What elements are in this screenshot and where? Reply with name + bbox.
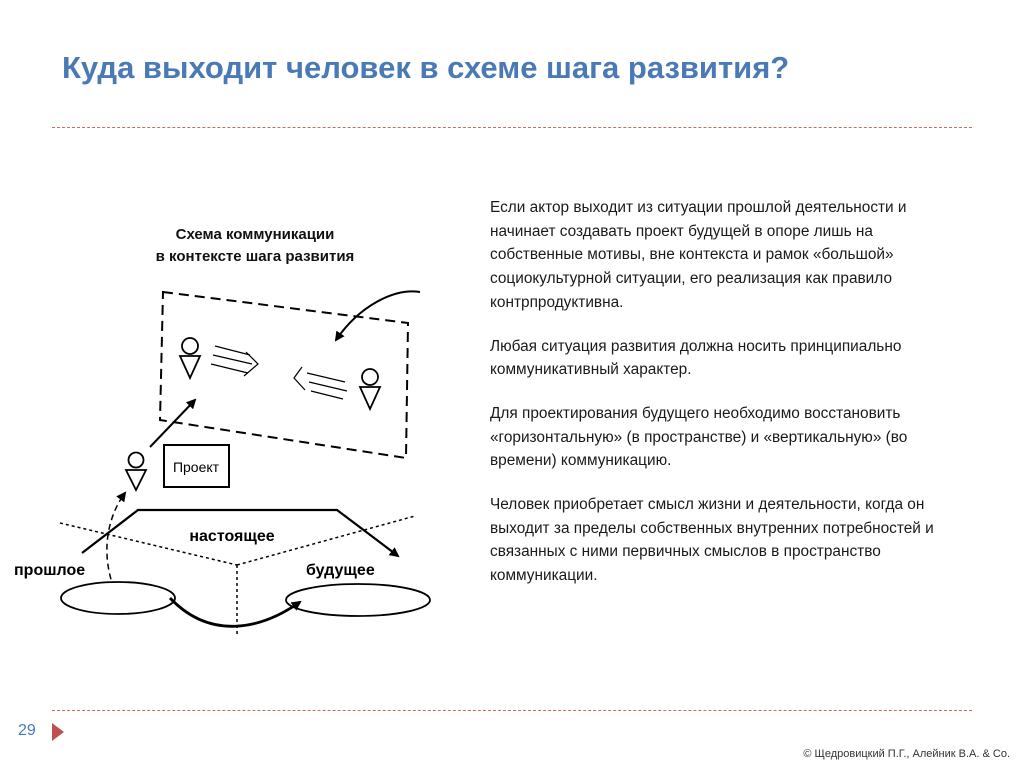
horizon-line-left <box>59 522 238 566</box>
past-to-future-arrow-icon <box>168 597 302 628</box>
communication-arrow-icon <box>293 366 348 400</box>
person-icon <box>178 337 202 381</box>
page-number: 29 <box>18 722 36 739</box>
future-label: будущее <box>306 562 375 579</box>
person-icon <box>124 451 148 493</box>
copyright: © Щедровицкий П.Г., Алейник В.А. & Co. <box>803 748 1010 760</box>
person-icon <box>358 368 382 412</box>
horizon-line-right <box>236 515 416 566</box>
present-label: настоящее <box>189 528 274 545</box>
ascend-arrow-icon <box>149 398 197 448</box>
paragraph: Любая ситуация развития должна носить пр… <box>490 337 902 379</box>
slide-title: Куда выходит человек в схеме шага развит… <box>62 50 790 85</box>
diagram-title-line2: в контексте шага развития <box>155 248 355 265</box>
paragraph: Человек приобретает смысл жизни и деятел… <box>490 496 934 585</box>
communication-arrow-icon <box>210 345 259 377</box>
paragraph: Для проектирования будущего необходимо в… <box>490 404 908 470</box>
project-label: Проект <box>173 459 220 475</box>
present-path-arrow-icon <box>81 508 400 558</box>
diagram-title: Схема коммуникации в контексте шага разв… <box>100 224 410 268</box>
bottom-divider <box>52 710 972 711</box>
page-marker-icon <box>52 723 64 741</box>
paragraph: Если актор выходит из ситуации прошлой д… <box>490 199 907 311</box>
top-divider <box>52 127 972 128</box>
past-label: прошлое <box>14 562 85 579</box>
explanation-text: Если актор выходит из ситуации прошлой д… <box>490 196 965 608</box>
future-ellipse-shape <box>285 583 431 617</box>
diagram-title-line1: Схема коммуникации <box>175 226 335 243</box>
communication-space-frame <box>158 290 410 460</box>
project-box <box>163 444 230 488</box>
past-ellipse-shape <box>60 581 176 615</box>
incoming-arrow-icon <box>334 290 421 342</box>
